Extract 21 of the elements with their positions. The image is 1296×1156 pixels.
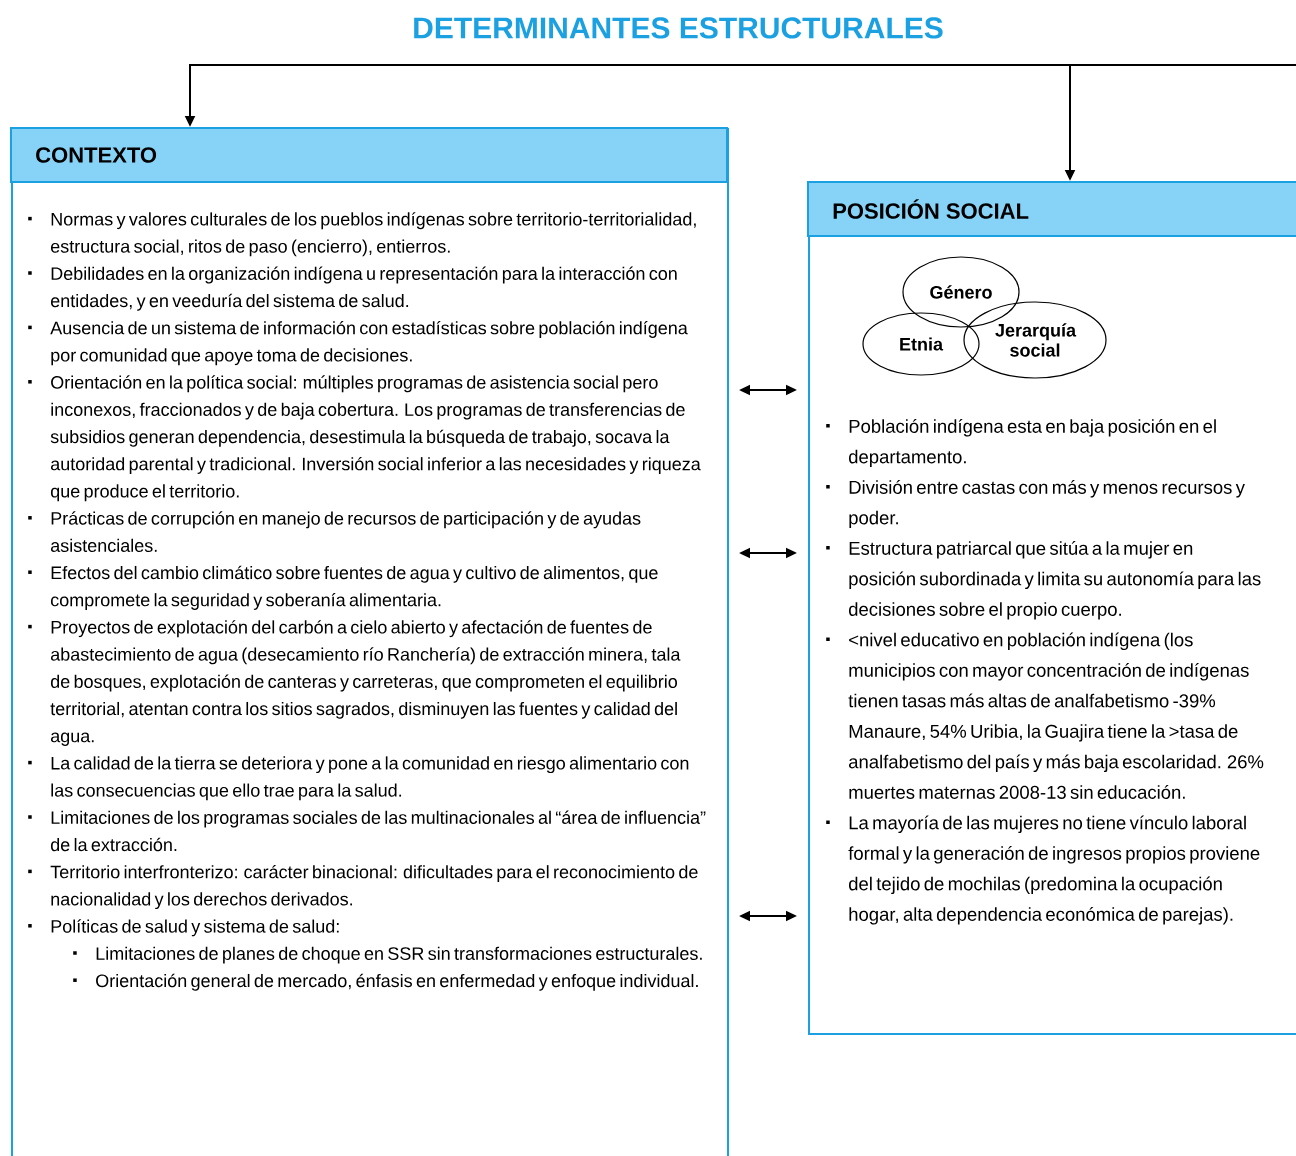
bullet-item: Orientación general de mercado, énfasis en enfermedad y enfoque individual. [73,973,698,991]
bullet-item: Normas y valores culturales de los pueblos indígenas sobre territorio-territorialidad, estructura social, ritos de paso (encierro), entierros. [28,212,696,257]
bullet-item: Población indígena esta en baja posición en el departamento. [826,419,1216,468]
bullet-item: Limitaciones de planes de choque en SSR sin transformaciones estructurales. [73,946,702,964]
bullet-item: Ausencia de un sistema de información con estadísticas sobre población indígena por comunidad que apoye toma de decisiones. [28,320,688,366]
bullet-item: <nivel educativo en población indígena (los municipios con mayor concentración de indígenas tienen tasas más altas de analfabetismo -39% Manaure, 54% Uribia, la Guajira tiene la >tasa de analfabetismo del país y más baja escolaridad. 26% muertes maternas 2008-13 sin educación. [826,632,1264,799]
bullet-item: Políticas de salud y sistema de salud: [28,919,339,937]
bullet-item: Territorio interfronterizo: carácter binacional: dificultades para el reconocimiento de nacionalidad y los derechos derivados. [28,864,698,910]
bullet-item: Limitaciones de los programas sociales de las multinacionales al “área de influencia” de la extracción. [28,810,706,852]
bullet-item: División entre castas con más y menos recursos y poder. [826,480,1245,529]
bullet-item: Efectos del cambio climático sobre fuentes de agua y cultivo de alimentos, que compromete la seguridad y soberanía alimentaria. [28,565,658,610]
title: DETERMINANTES ESTRUCTURALES [414,17,943,39]
bullet-item: La calidad de la tierra se deteriora y pone a la comunidad en riesgo alimentario con las consecuencias que ello trae para la salud. [28,756,689,801]
bullet-item: Prácticas de corrupción en manejo de recursos de participación y de ayudas asistenciales. [28,511,641,552]
heading-band: CONTEXTO [10,127,728,183]
bullet-item: La mayoría de las mujeres no tiene vínculo laboral formal y la generación de ingresos propios proviene del tejido de mochilas (predomina la ocupación hogar, alta dependencia económica de parejas). [826,815,1260,925]
bullet-item: Debilidades en la organización indígena u representación para la interacción con entidades, y en veeduría del sistema de salud. [28,266,677,311]
heading-band: POSICIÓN SOCIAL [807,181,1296,237]
bullet-item: Estructura patriarcal que sitúa a la mujer en posición subordinada y limita su autonomía para las decisiones sobre el propio cuerpo. [826,541,1261,620]
bullet-item: Orientación en la política social: múltiples programas de asistencia social pero inconexos, fraccionados y de baja cobertura. Los programas de transferencias de subsidios generan dependencia, desestimula la búsqueda de trabajo, socava la autoridad parental y tradicional. Inversión social inferior a las necesidades y riqueza que produce el territorio. [28,375,701,502]
bullet-item: Proyectos de explotación del carbón a cielo abierto y afectación de fuentes de abastecimiento de agua (desecamiento río Ranchería) de extracción minera, tala de bosques, explotación de canteras y carreteras, que comprometen el equilibrio territorial, atentan contra los sitios sagrados, disminuyen las fuentes y calidad del agua. [28,620,681,746]
